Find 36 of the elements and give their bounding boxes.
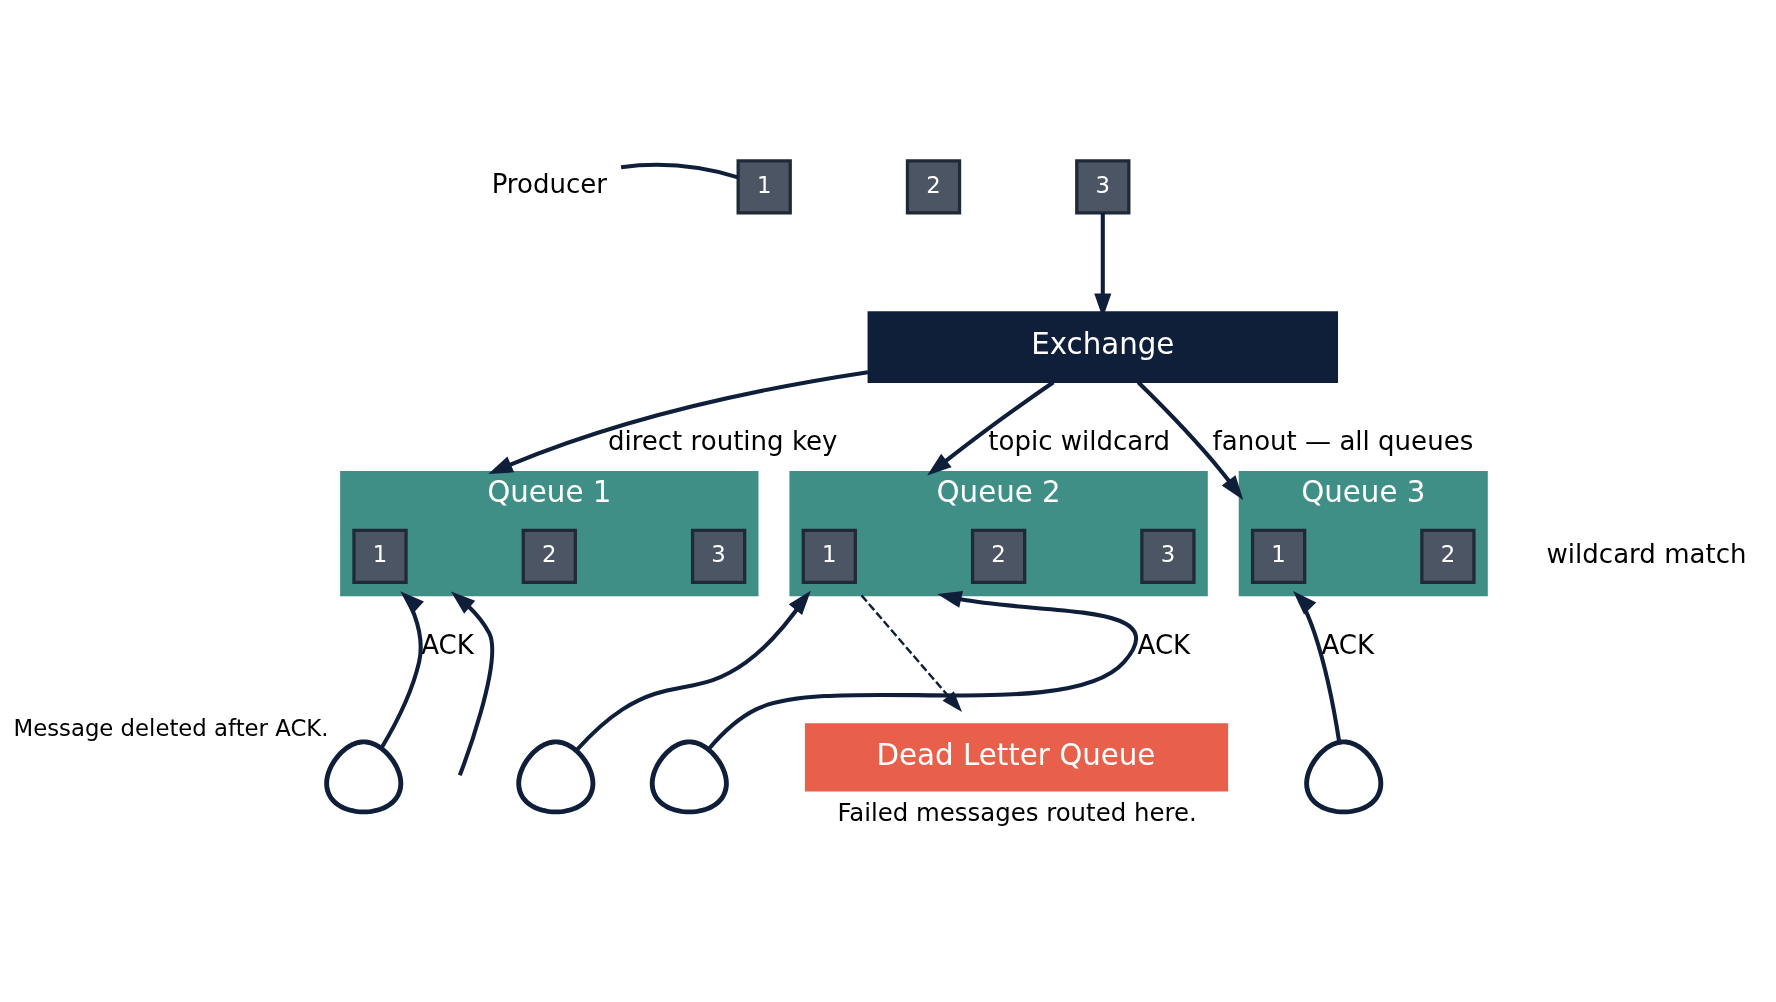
arrow	[707, 591, 1138, 751]
connector	[620, 162, 739, 180]
edge-label: ACK	[1137, 629, 1191, 660]
node-person	[516, 739, 596, 815]
node-box: 1	[736, 159, 792, 215]
node-box: 3	[1140, 528, 1196, 585]
node-box: 3	[690, 528, 747, 585]
node-box: 2	[521, 528, 577, 585]
edge-label: direct routing key	[607, 426, 838, 457]
edge-label: fanout — all queues	[1212, 426, 1474, 457]
node-box: 2	[970, 528, 1027, 585]
arrow	[488, 370, 869, 475]
arrow	[860, 594, 962, 713]
node-text: Producer	[491, 169, 607, 199]
arrow	[1136, 380, 1244, 501]
node-person	[324, 739, 404, 815]
node-box: 2	[1420, 528, 1476, 585]
node-person	[649, 739, 729, 815]
node-box: 1	[352, 528, 408, 585]
arrow	[927, 380, 1055, 476]
node-box: Exchange	[867, 311, 1339, 383]
node-box: 2	[905, 159, 962, 215]
arrow	[379, 591, 424, 750]
node-box: 1	[1250, 528, 1307, 585]
arrow	[450, 591, 495, 776]
node-box: 3	[1075, 159, 1131, 215]
node-box: 1	[801, 528, 857, 585]
node-person	[1304, 739, 1384, 815]
node-label: Failed messages routed here.	[837, 797, 1197, 827]
node-box: Dead Letter Queue	[804, 723, 1229, 792]
arrow	[1293, 591, 1342, 743]
label: wildcard match	[1546, 538, 1747, 569]
arrow	[575, 590, 811, 752]
node-label: Message deleted after ACK.	[13, 714, 329, 741]
edge-label: ACK	[1321, 629, 1375, 660]
edge-label: topic wildcard	[988, 426, 1171, 457]
